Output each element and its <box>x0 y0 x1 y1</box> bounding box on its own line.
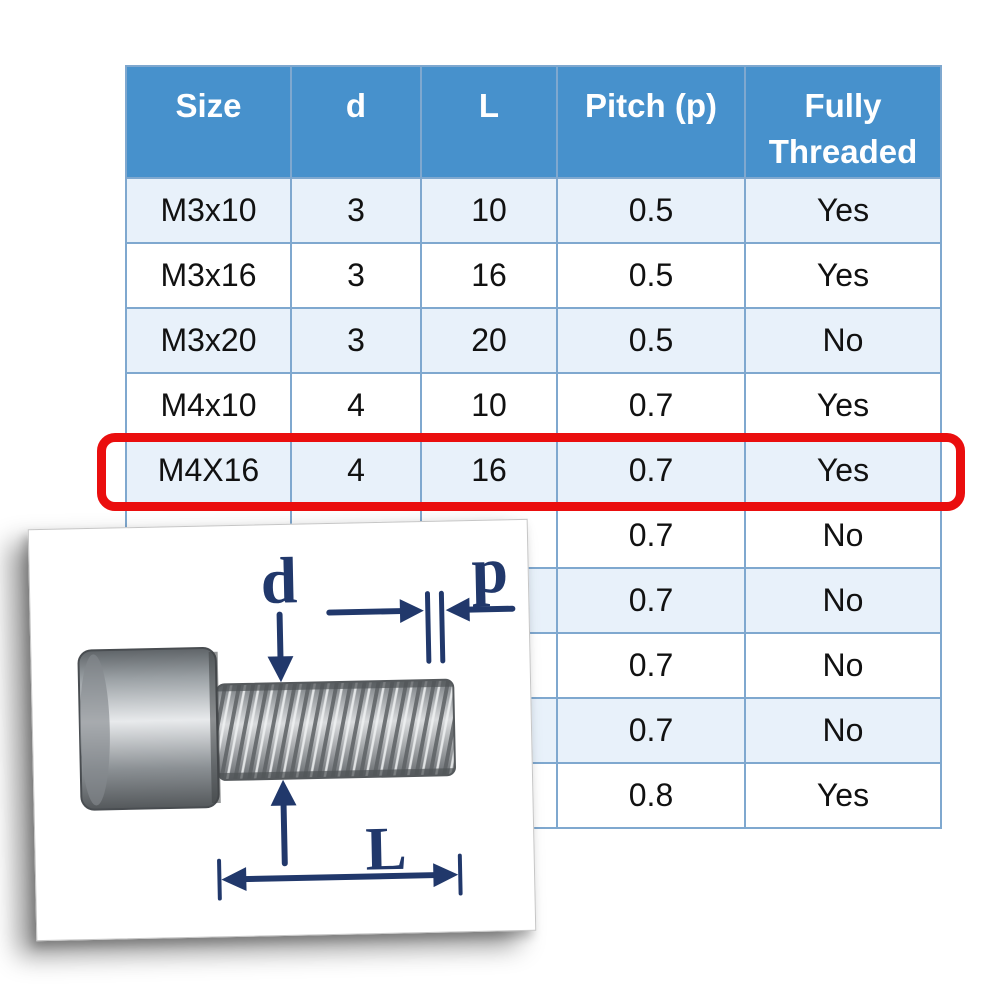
screw-photo <box>77 647 456 811</box>
table-header-row: Size d L Pitch (p) Fully Threaded <box>125 65 942 179</box>
cell-size: M3x16 <box>125 242 292 309</box>
cell-fully_threaded: Yes <box>744 242 942 309</box>
cell-pitch: 0.5 <box>556 242 746 309</box>
dim-label-l: L <box>365 815 408 884</box>
cell-pitch: 0.7 <box>556 437 746 504</box>
cell-L: 16 <box>420 242 558 309</box>
cell-d: 3 <box>290 177 422 244</box>
cell-pitch: 0.7 <box>556 502 746 569</box>
cell-d: 3 <box>290 242 422 309</box>
cell-d: 3 <box>290 307 422 374</box>
screw-diagram-panel: d p <box>27 518 537 942</box>
dim-line-l <box>217 853 463 901</box>
cell-pitch: 0.7 <box>556 697 746 764</box>
screw-shank <box>215 678 456 781</box>
cell-fully_threaded: Yes <box>744 372 942 439</box>
cell-fully_threaded: Yes <box>744 762 942 829</box>
dim-arrow-d-top <box>267 611 294 683</box>
col-header-fully-threaded: Fully Threaded <box>744 65 942 179</box>
col-header-d: d <box>290 65 422 179</box>
screw-head <box>77 647 221 811</box>
cell-fully_threaded: No <box>744 502 942 569</box>
cell-fully_threaded: No <box>744 632 942 699</box>
cell-fully_threaded: Yes <box>744 177 942 244</box>
cell-pitch: 0.5 <box>556 177 746 244</box>
cell-fully_threaded: No <box>744 697 942 764</box>
cell-L: 16 <box>420 437 558 504</box>
cell-L: 10 <box>420 372 558 439</box>
cell-size: M4x10 <box>125 372 292 439</box>
cell-L: 20 <box>420 307 558 374</box>
cell-fully_threaded: No <box>744 567 942 634</box>
cell-d: 4 <box>290 372 422 439</box>
cell-d: 4 <box>290 437 422 504</box>
cell-pitch: 0.5 <box>556 307 746 374</box>
pitch-marks <box>424 590 446 664</box>
dimension-annotations: d p <box>217 534 516 901</box>
dim-label-p: p <box>471 534 509 608</box>
cell-pitch: 0.7 <box>556 632 746 699</box>
cell-fully_threaded: Yes <box>744 437 942 504</box>
cell-size: M3x10 <box>125 177 292 244</box>
cell-L: 10 <box>420 177 558 244</box>
dim-label-d: d <box>260 544 298 618</box>
col-header-pitch: Pitch (p) <box>556 65 746 179</box>
col-header-l: L <box>420 65 558 179</box>
cell-pitch: 0.7 <box>556 372 746 439</box>
cell-size: M3x20 <box>125 307 292 374</box>
dim-arrow-d-bottom <box>270 779 297 867</box>
col-header-size: Size <box>125 65 292 179</box>
cell-fully_threaded: No <box>744 307 942 374</box>
screw-diagram: d p <box>77 534 516 901</box>
cell-pitch: 0.7 <box>556 567 746 634</box>
cell-pitch: 0.8 <box>556 762 746 829</box>
pitch-arrow-right <box>445 597 516 622</box>
pitch-arrow-left <box>326 599 424 624</box>
cell-size: M4X16 <box>125 437 292 504</box>
